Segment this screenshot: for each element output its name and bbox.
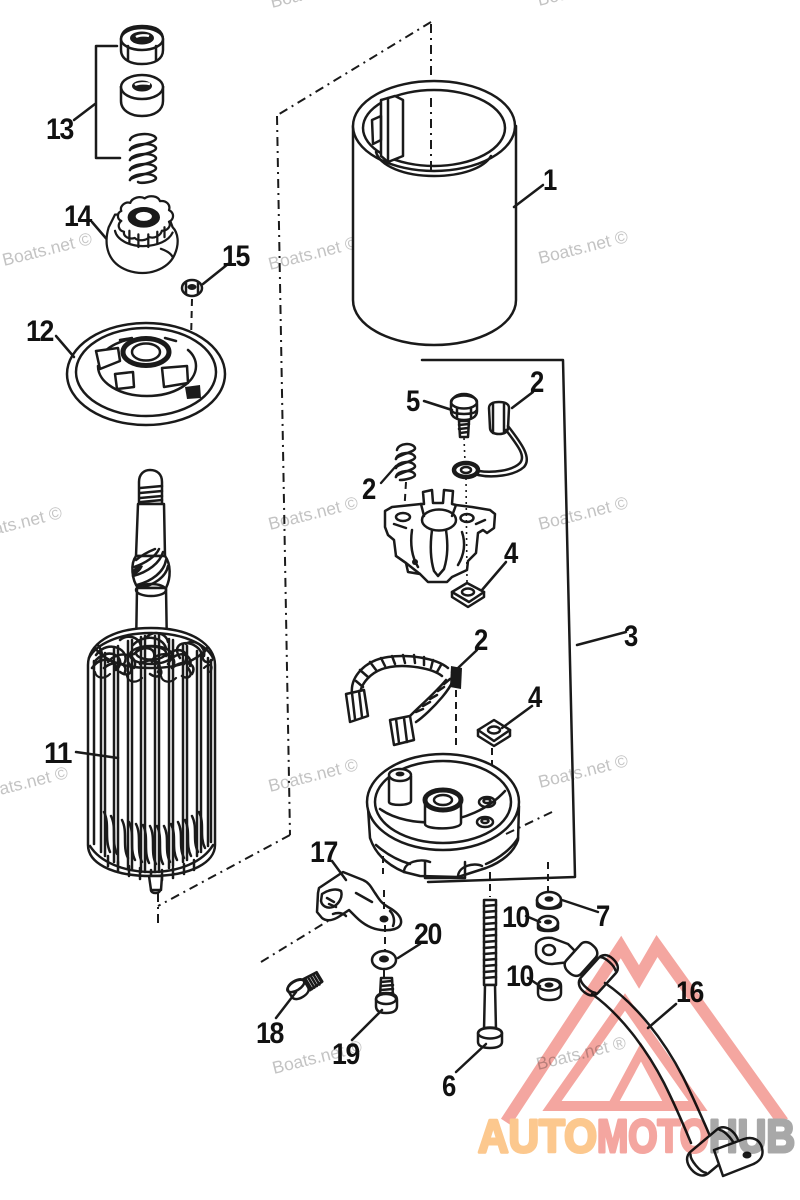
svg-text:18: 18 [256, 1017, 284, 1050]
svg-text:4: 4 [528, 681, 543, 714]
svg-text:14: 14 [64, 200, 93, 233]
svg-text:MOTO: MOTO [597, 1110, 709, 1162]
svg-text:12: 12 [26, 315, 54, 348]
svg-text:1: 1 [543, 164, 557, 197]
svg-text:3: 3 [624, 620, 638, 653]
svg-text:15: 15 [222, 240, 250, 273]
svg-text:2: 2 [530, 366, 544, 399]
svg-text:5: 5 [406, 385, 420, 418]
svg-text:17: 17 [310, 836, 338, 869]
svg-text:20: 20 [414, 918, 442, 951]
svg-text:HUB: HUB [709, 1110, 795, 1162]
svg-text:7: 7 [596, 900, 610, 933]
svg-text:AUTO: AUTO [478, 1110, 597, 1162]
svg-text:2: 2 [362, 473, 376, 506]
svg-text:19: 19 [332, 1038, 360, 1071]
svg-text:10: 10 [502, 901, 530, 934]
svg-text:13: 13 [46, 113, 74, 146]
svg-text:6: 6 [442, 1070, 456, 1103]
svg-text:10: 10 [506, 960, 534, 993]
svg-text:11: 11 [44, 737, 72, 770]
svg-text:4: 4 [504, 537, 519, 570]
svg-text:2: 2 [474, 624, 488, 657]
